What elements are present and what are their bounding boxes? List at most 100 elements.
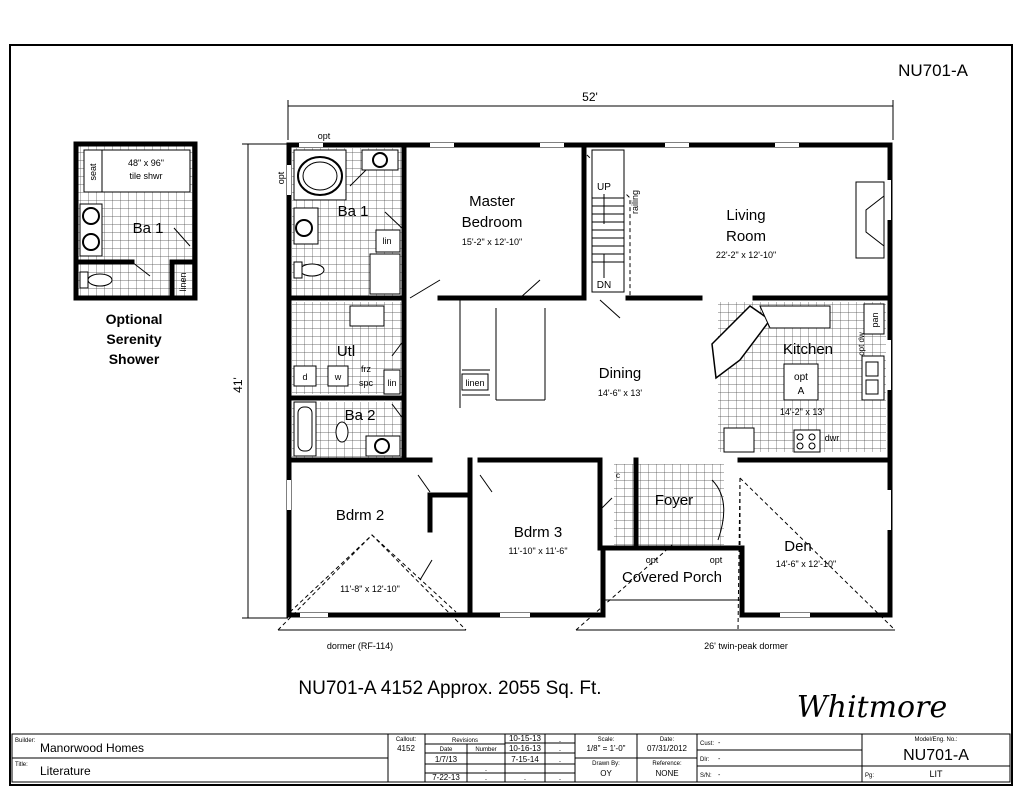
tb-sn: - — [718, 772, 721, 779]
stairs-dn: DN — [597, 280, 611, 291]
dormer-left-note: dormer (RF-114) — [327, 641, 393, 651]
utl-w: w — [334, 372, 342, 382]
dining-size: 14'-6" x 13' — [598, 388, 642, 398]
exterior-walls — [286, 142, 893, 618]
tb-number-label: Number — [475, 747, 496, 753]
porch-opt-left: opt — [646, 555, 659, 565]
inset-title-1: Optional — [106, 311, 163, 327]
door-swings — [349, 167, 725, 581]
inset-title-3: Shower — [109, 351, 160, 367]
serenity-shower-inset: seat 48" x 96" tile shwr Ba 1 linen Opti… — [73, 141, 198, 367]
tb-title-label: Title: — [15, 762, 28, 768]
tb-rev-col4-1: . — [559, 735, 561, 744]
opt-side-label: opt — [276, 171, 286, 184]
tb-dlr-label: Dlr: — [700, 757, 710, 763]
kitchen-label: Kitchen — [783, 341, 833, 358]
linen-label: linen — [465, 378, 484, 388]
tb-rev-num-2: . — [485, 773, 487, 782]
model-name: Whitmore — [797, 690, 947, 725]
utl-fixtures: Utl d w frz spc lin — [293, 305, 401, 395]
room-labels: Master Bedroom 15'-2" x 12'-10" Living R… — [327, 193, 836, 651]
ba2-fixtures: Ba 2 — [293, 401, 401, 457]
tb-model-label: Model/Eng. No.: — [914, 737, 957, 743]
kitchen-size: 14'-2" x 13' — [780, 407, 824, 417]
title-block: Builder: Manorwood Homes Title: Literatu… — [11, 733, 1011, 783]
tb-rev-num-1: . — [485, 764, 487, 773]
kitchen-dwr: dwr — [825, 433, 840, 443]
ba2-sink — [374, 438, 390, 454]
sheet-id: NU701-A — [898, 61, 969, 80]
inset-shower-size: 48" x 96" — [128, 158, 164, 168]
inset-shower-type: tile shwr — [129, 171, 162, 181]
dining-label: Dining — [599, 365, 642, 382]
tb-callout: 4152 — [397, 744, 415, 753]
tb-builder: Manorwood Homes — [40, 741, 144, 755]
tb-date: 07/31/2012 — [647, 744, 688, 753]
dormer-right-note: 26' twin-peak dormer — [704, 641, 788, 651]
stairs-railing: railing — [630, 190, 640, 214]
ba1-lin-label: lin — [382, 236, 391, 246]
tb-model-no: NU701-A — [903, 747, 969, 764]
utl-frz: frz — [361, 364, 371, 374]
tb-reference-label: Reference: — [652, 761, 682, 767]
tb-callout-label: Callout: — [396, 737, 417, 743]
tub — [297, 156, 343, 196]
utl-lin: lin — [387, 378, 396, 388]
living-size: 22'-2" x 12'-10" — [716, 250, 776, 260]
ba2-label: Ba 2 — [345, 407, 376, 424]
fireplace — [855, 181, 885, 259]
kitchen-island-opt: opt — [794, 372, 808, 383]
kitchen-opt-dw: opt dw — [857, 332, 866, 356]
living-label-1: Living — [726, 207, 765, 224]
coat-label: c — [616, 471, 620, 480]
tb-rev-col3-2: 10-16-13 — [509, 744, 542, 753]
living-label-2: Room — [726, 228, 766, 245]
tb-rev-date-2: 7-22-13 — [432, 773, 460, 782]
inset-title-2: Serenity — [106, 331, 161, 347]
tb-pg: LIT — [929, 769, 943, 779]
tb-cust: - — [718, 740, 721, 747]
tb-revisions-label: Revisions — [452, 738, 478, 744]
tb-rev-col3-1: 10-15-13 — [509, 734, 542, 743]
tb-drawn: OY — [600, 769, 612, 778]
stair-treads — [592, 197, 624, 263]
model-line: NU701-A 4152 Approx. 2055 Sq. Ft. — [298, 678, 601, 699]
tb-rev-date-1: 1/7/13 — [435, 755, 458, 764]
kitchen-fixtures: Kitchen opt A 14'-2" x 13' dwr pan opt d… — [711, 303, 885, 453]
inset-room-label: Ba 1 — [133, 220, 164, 237]
utl-spc: spc — [359, 378, 374, 388]
tb-date-label: Date — [440, 747, 453, 753]
foyer-label: Foyer — [655, 492, 693, 509]
den-size: 14'-6" x 12'-10" — [776, 559, 836, 569]
tb-rev-col4-2: . — [559, 744, 561, 753]
stairs: UP DN railing — [591, 149, 640, 293]
bdrm3-label: Bdrm 3 — [514, 524, 562, 541]
tb-scale: 1/8" = 1'-0" — [586, 744, 625, 753]
ba1-sink — [372, 152, 388, 168]
tb-rev-col3-4: . — [524, 773, 526, 782]
master-label-2: Bedroom — [462, 214, 523, 231]
kitchen-pan: pan — [870, 312, 880, 327]
kitchen-island-a: A — [798, 386, 805, 397]
inset-seat: seat — [88, 163, 98, 181]
tb-rev-col3-3: 7-15-14 — [511, 755, 539, 764]
bdrm2-label: Bdrm 2 — [336, 507, 384, 524]
width-dimension-label: 52' — [582, 90, 598, 104]
tb-cust-label: Cust: — [700, 741, 714, 747]
utl-label: Utl — [337, 343, 355, 360]
interior-walls — [289, 144, 893, 615]
tb-rev-col4-4: . — [559, 773, 561, 782]
master-size: 15'-2" x 12'-10" — [462, 237, 522, 247]
porch-label: Covered Porch — [622, 569, 722, 586]
tb-sn-label: S/N: — [700, 773, 712, 779]
opt-top-label: opt — [318, 131, 331, 141]
master-label-1: Master — [469, 193, 515, 210]
tb-drawn-label: Drawn By: — [592, 761, 620, 767]
tb-rev-col4-3: . — [559, 755, 561, 764]
tb-dlr: - — [718, 756, 721, 763]
inset-linen-label: linen — [178, 272, 188, 291]
depth-dimension: 41' — [231, 143, 288, 619]
sheet-border — [9, 44, 1013, 786]
ba1-fixtures: Ba 1 lin opt opt — [276, 131, 401, 295]
